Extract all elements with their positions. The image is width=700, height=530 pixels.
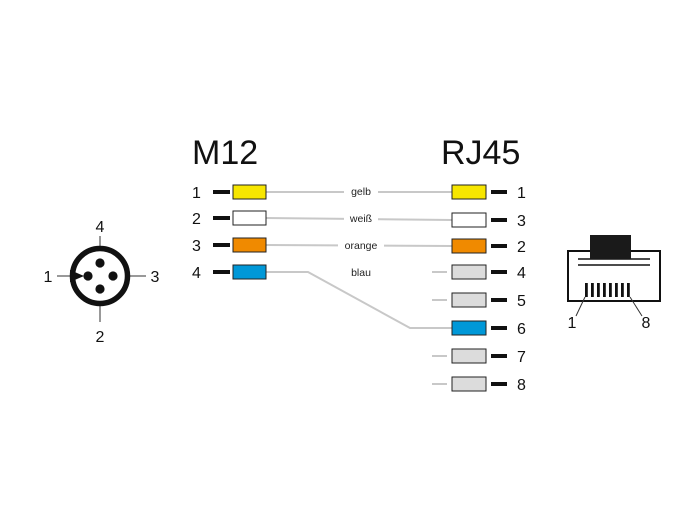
m12-pin-row: 3 xyxy=(192,237,267,255)
rj45-pin-swatch xyxy=(451,320,487,336)
m12-face-label-left: 1 xyxy=(44,269,53,286)
rj45-contact xyxy=(603,283,606,297)
rj45-contact xyxy=(585,283,588,297)
rj45-face-label-right: 8 xyxy=(642,315,651,332)
m12-pin-dot xyxy=(83,271,93,281)
rj45-contact xyxy=(591,283,594,297)
m12-pin-number: 3 xyxy=(192,238,201,255)
m12-pin-dot xyxy=(108,271,118,281)
rj45-pin-number: 4 xyxy=(517,265,526,282)
m12-pin-swatch xyxy=(232,264,267,280)
m12-pin-dot xyxy=(95,258,105,268)
m12-header: M12 xyxy=(192,134,258,172)
rj45-pin-row: 3 xyxy=(451,212,526,230)
rj45-contact xyxy=(621,283,624,297)
rj45-pin-number: 6 xyxy=(517,321,526,338)
m12-pin-row: 2 xyxy=(192,210,267,228)
rj45-pin-swatch xyxy=(451,238,487,254)
rj45-pin-row: 8 xyxy=(432,376,526,394)
rj45-pin-row: 6 xyxy=(451,320,526,338)
m12-pin-dot xyxy=(95,284,105,294)
rj45-contact xyxy=(627,283,630,297)
rj45-pin-number: 5 xyxy=(517,293,526,310)
rj45-contact xyxy=(597,283,600,297)
rj45-pin-swatch xyxy=(451,264,487,280)
rj45-pin-swatch xyxy=(451,292,487,308)
rj45-pin-row: 5 xyxy=(432,292,526,310)
wire-label-blau: blau xyxy=(351,267,371,279)
rj45-pin-number: 2 xyxy=(517,239,526,256)
rj45-connector-icon: 1 8 xyxy=(567,235,661,332)
rj45-pin-row: 1 xyxy=(451,184,526,202)
rj45-pin-swatch xyxy=(451,184,487,200)
m12-pin-number: 2 xyxy=(192,211,201,228)
wire-label-orange: orange xyxy=(345,240,378,252)
rj45-pin-row: 7 xyxy=(432,348,526,366)
wire-blau xyxy=(266,271,452,329)
rj45-pin-swatch xyxy=(451,376,487,392)
wire-label-gelb: gelb xyxy=(351,186,371,198)
rj45-header: RJ45 xyxy=(441,134,520,172)
rj45-contact xyxy=(609,283,612,297)
rj45-contact xyxy=(615,283,618,297)
rj45-pin-number: 3 xyxy=(517,213,526,230)
m12-pin-number: 4 xyxy=(192,265,201,282)
rj45-pin-number: 8 xyxy=(517,377,526,394)
rj45-pin-row: 2 xyxy=(451,238,526,256)
rj45-pin-number: 1 xyxy=(517,185,526,202)
rj45-pin-list: 1 3 2 4 5 6 xyxy=(432,184,526,394)
m12-pin-row: 4 xyxy=(192,264,267,282)
m12-pin-list: 1 2 3 4 xyxy=(192,184,267,282)
rj45-pin-row: 4 xyxy=(432,264,526,282)
m12-face-label-bottom: 2 xyxy=(96,329,105,346)
m12-pin-number: 1 xyxy=(192,185,201,202)
m12-pin-row: 1 xyxy=(192,184,267,202)
rj45-pin-number: 7 xyxy=(517,349,526,366)
m12-pin-swatch xyxy=(232,237,267,253)
wire-labels: gelb weiß orange blau xyxy=(338,184,384,279)
m12-face-label-top: 4 xyxy=(96,219,105,236)
rj45-face-label-left: 1 xyxy=(568,315,577,332)
m12-connector-icon: 4 1 3 2 xyxy=(44,219,160,346)
m12-face-label-right: 3 xyxy=(151,269,160,286)
rj45-pin-swatch xyxy=(451,348,487,364)
wire-label-weiss: weiß xyxy=(349,213,372,225)
m12-pin-swatch xyxy=(232,184,267,200)
rj45-pin-swatch xyxy=(451,212,487,228)
m12-pin-swatch xyxy=(232,210,267,226)
